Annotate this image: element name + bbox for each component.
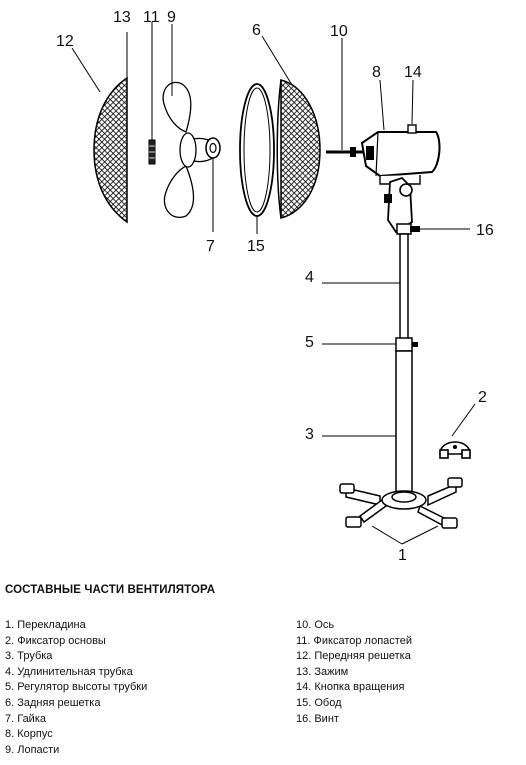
legend-item: 2. Фиксатор основы (5, 634, 106, 647)
callout-1: 1 (398, 547, 407, 564)
rim (239, 83, 275, 217)
callout-numbers: 13 11 9 12 6 10 8 14 16 7 15 4 5 3 2 1 (56, 9, 494, 564)
base-crossbar (339, 477, 463, 529)
legend-item: 6. Задняя решетка (5, 696, 101, 709)
legend-item: 9. Лопасти (5, 743, 60, 756)
blade-lock (148, 139, 156, 165)
callout-5: 5 (305, 334, 314, 351)
callout-6: 6 (252, 22, 261, 39)
callout-13: 13 (113, 9, 131, 26)
legend-item: 7. Гайка (5, 712, 47, 725)
axle (326, 147, 364, 157)
screw (410, 226, 420, 232)
legend-item: 12. Передняя решетка (296, 650, 411, 663)
callout-12: 12 (56, 33, 74, 50)
legend-item: 5. Регулятор высоты трубки (5, 681, 148, 694)
legend-item: 3. Трубка (5, 650, 53, 663)
leader-lines (71, 22, 476, 545)
legend-item: 10. Ось (296, 619, 335, 631)
callout-10: 10 (330, 23, 348, 40)
callout-8: 8 (372, 64, 381, 81)
extension-tube (399, 233, 409, 343)
legend-item: 4. Удлинительная трубка (5, 665, 133, 678)
callout-9: 9 (167, 9, 176, 26)
callout-4: 4 (305, 269, 314, 286)
motor-housing (360, 131, 441, 185)
nut (205, 137, 221, 159)
legend-item: 14. Кнопка вращения (296, 681, 405, 694)
legend-title: СОСТАВНЫЕ ЧАСТИ ВЕНТИЛЯТОРА (5, 584, 216, 596)
neck-joint (384, 176, 413, 235)
base-lock (439, 441, 471, 459)
callout-15: 15 (247, 238, 265, 255)
callout-7: 7 (206, 238, 215, 255)
fan-exploded-diagram: 13 11 9 12 6 10 8 14 16 7 15 4 5 3 2 1 (56, 9, 494, 564)
tube (395, 350, 413, 494)
legend-item: 13. Зажим (296, 665, 349, 678)
legend-column-right: 10. Ось 11. Фиксатор лопастей 12. Передн… (296, 618, 412, 727)
legend-item: 11. Фиксатор лопастей (296, 634, 412, 647)
oscillation-knob (407, 124, 417, 134)
callout-2: 2 (478, 389, 487, 406)
height-regulator (395, 337, 418, 352)
legend-item: 16. Винт (296, 712, 339, 725)
legend-column-left: 1. Перекладина 2. Фиксатор основы 3. Тру… (5, 618, 147, 758)
callout-14: 14 (404, 64, 422, 81)
legend-item: 1. Перекладина (5, 619, 86, 631)
legend-item: 8. Корпус (5, 728, 53, 741)
rear-grille (276, 79, 321, 219)
callout-16: 16 (476, 222, 494, 239)
callout-11: 11 (143, 9, 160, 26)
front-grille (93, 76, 128, 224)
legend-item: 15. Обод (296, 696, 342, 709)
callout-3: 3 (305, 426, 314, 443)
